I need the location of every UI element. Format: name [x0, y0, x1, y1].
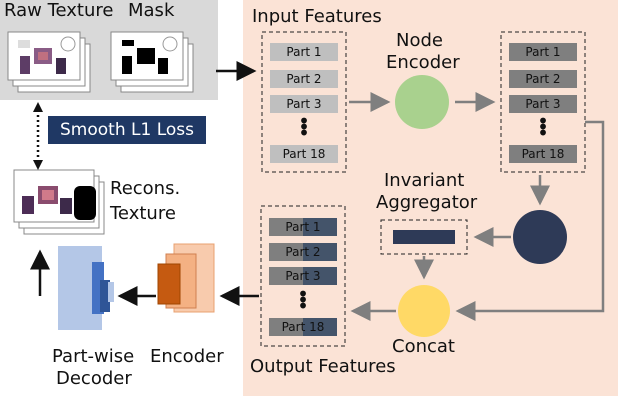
- recons-texture-stack: [13, 169, 105, 235]
- aggregator-box: [380, 219, 468, 255]
- output-part-2: Part 2: [269, 243, 337, 261]
- input-features-box: [261, 31, 347, 173]
- encoded-part-3: Part 3: [509, 95, 577, 113]
- partwise-label-2: Decoder: [56, 368, 132, 389]
- encoded-ellipsis: •••: [537, 109, 549, 145]
- invariant-label-1: Invariant: [384, 170, 465, 191]
- mask-label: Mask: [128, 0, 175, 21]
- encoded-part-1: Part 1: [509, 43, 577, 61]
- raw-texture-stack: [7, 31, 91, 93]
- partwise-decoder-block: [58, 246, 114, 330]
- arrow-encoded-to-concat: [455, 120, 605, 321]
- input-ellipsis: •••: [298, 109, 310, 145]
- encoded-features-box: [500, 31, 586, 173]
- encoded-part-2: Part 2: [509, 70, 577, 88]
- concat-circle: [398, 285, 450, 337]
- input-features-label: Input Features: [252, 6, 382, 27]
- recons-label-2: Texture: [110, 203, 176, 224]
- encoder-block: [157, 243, 215, 313]
- node-encoder-label-2: Encoder: [386, 52, 460, 73]
- output-part-1: Part 1: [269, 218, 337, 236]
- smooth-l1-loss-box: Smooth L1 Loss: [48, 116, 206, 144]
- partwise-label-1: Part-wise: [52, 346, 135, 367]
- input-part-2: Part 2: [270, 70, 338, 88]
- input-part-3: Part 3: [270, 95, 338, 113]
- output-features-label: Output Features: [250, 356, 396, 377]
- encoder-label: Encoder: [150, 346, 224, 367]
- mask-stack: [110, 31, 194, 93]
- node-encoder-circle: [395, 75, 449, 129]
- recons-label-1: Recons.: [110, 178, 181, 199]
- input-part-1: Part 1: [270, 43, 338, 61]
- output-features-box: [260, 205, 346, 347]
- encoded-part-18: Part 18: [509, 145, 577, 163]
- smooth-l1-loss-label: Smooth L1 Loss: [60, 120, 194, 140]
- output-ellipsis: •••: [297, 282, 309, 318]
- invariant-label-2: Aggregator: [376, 192, 478, 213]
- output-part-18: Part 18: [269, 318, 337, 336]
- node-encoder-label-1: Node: [396, 30, 443, 51]
- raw-texture-label: Raw Texture: [4, 0, 114, 21]
- input-part-18: Part 18: [270, 145, 338, 163]
- aggregator-bar: [393, 230, 455, 244]
- output-part-3: Part 3: [269, 267, 337, 285]
- aggregator-circle: [513, 210, 567, 264]
- concat-label: Concat: [392, 336, 455, 357]
